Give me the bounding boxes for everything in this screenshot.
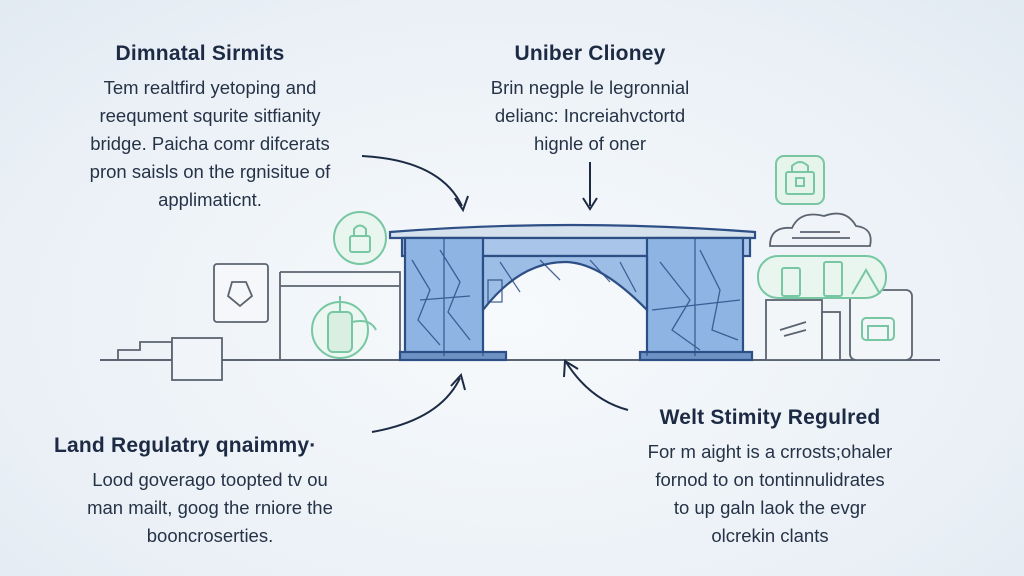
callout-body: Tem realtfird yetoping and reequment squ… (40, 74, 380, 214)
plug-icon (311, 296, 377, 359)
shield-icon (775, 155, 825, 205)
bridge (388, 223, 757, 362)
arrow-bottom-left (371, 377, 461, 433)
arrow-bottom-right (565, 361, 629, 411)
callout-line: olcrekin clants (711, 525, 829, 546)
arrow-top-left (361, 155, 463, 207)
right-buildings (765, 289, 913, 361)
callout-title: Dimnatal Sirmits (115, 42, 285, 65)
callout-line: Tem realtfird yetoping and (103, 77, 317, 98)
callout-bottom-right: Welt Stimity Regulred For m aight is a c… (600, 406, 940, 550)
callout-line: delianc: Increiahvctortd (494, 105, 686, 126)
callout-line: For m aight is a crrosts;ohaler (647, 441, 893, 462)
callout-top-middle: Uniber Clioney Brin negple le legronnial… (445, 42, 735, 158)
callout-body: For m aight is a crrosts;ohaler fornod t… (600, 438, 940, 550)
callout-line: to up galn laok the evgr (673, 497, 867, 518)
gear-icon (757, 255, 895, 341)
callout-title: Welt Stimity Regulred (659, 406, 881, 429)
bridge-cracks (411, 238, 741, 356)
callout-line: booncroserties. (146, 525, 274, 546)
callout-body: Brin negple le legronnial delianc: Incre… (445, 74, 735, 158)
callout-top-left: Dimnatal Sirmits Tem realtfird yetoping … (40, 42, 380, 214)
callout-title: Land Regulatry qnaimmy· (54, 434, 317, 457)
callout-line: fornod to on tontinnulidrates (655, 469, 885, 490)
lock-icon (333, 211, 387, 265)
callout-line: applimaticnt. (158, 189, 262, 210)
callout-line: pron saisls on the rgnisitue of (89, 161, 331, 182)
callout-body: Lood goverago toopted tv ou man mailt, g… (30, 466, 390, 550)
arrows (361, 155, 629, 433)
callout-line: Brin negple le legronnial (490, 77, 690, 98)
callout-line: hignle of oner (533, 133, 647, 154)
callout-line: reequment squrite sitfianity (99, 105, 321, 126)
left-buildings (117, 263, 401, 381)
callout-bottom-left: Land Regulatry qnaimmy· Lood goverago to… (30, 434, 390, 550)
callout-line: bridge. Paicha comr difcerats (90, 133, 330, 154)
callout-line: Lood goverago toopted tv ou (92, 469, 328, 490)
callout-title: Uniber Clioney (514, 42, 666, 65)
cloud-icon (769, 212, 872, 247)
callout-line: man mailt, goog the rniore the (87, 497, 333, 518)
